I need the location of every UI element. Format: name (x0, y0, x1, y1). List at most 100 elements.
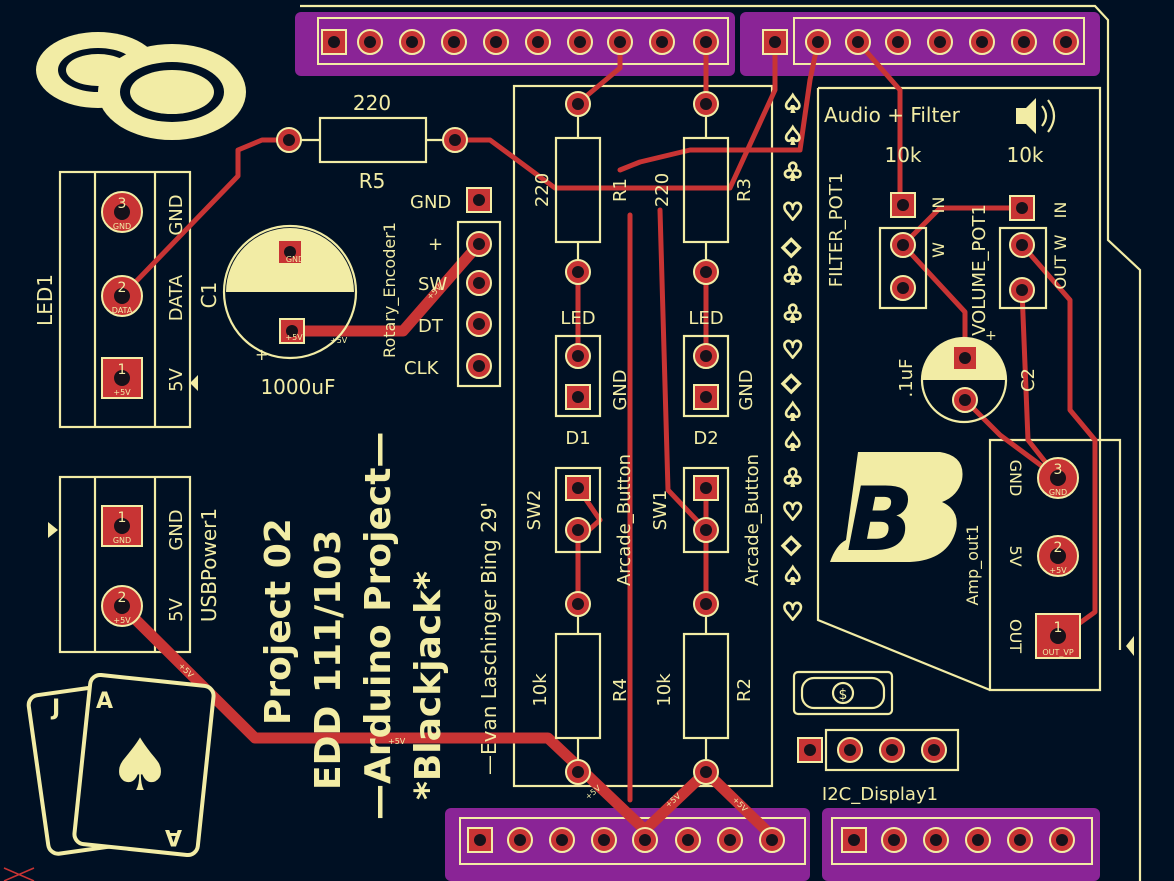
c2-value: .1uF (896, 359, 917, 398)
i2c-ref: I2C_Display1 (822, 784, 938, 805)
encoder-ref: Rotary_Encoder1 (380, 222, 400, 358)
led1-pin3-num: 3 (118, 196, 127, 212)
d1-gnd-label: GND (610, 369, 631, 410)
title-block: Project 02 EDD 111/103 —Arduino Project—… (258, 432, 501, 820)
diode-d1: LED GND D1 (554, 308, 631, 449)
card-ace-rank-bottom: A (165, 824, 182, 849)
c1-ref: C1 (197, 282, 221, 309)
button-section-frame (512, 84, 774, 788)
filter-pot-ref: FILTER_POT1 (826, 173, 847, 288)
money-logo: $ (792, 670, 894, 716)
speaker-icon (1016, 98, 1056, 134)
card-ace-rank: A (96, 689, 113, 714)
i2c-display: I2C_Display1 (797, 728, 960, 805)
suit-club-icon: ♧ (782, 158, 804, 186)
trace-5v-label-1: +5V (330, 336, 348, 345)
volume-pot: IN OUT W VOLUME_POT1 (969, 195, 1070, 336)
led1-footprint (58, 170, 198, 429)
amp-ref: Amp_out1 (963, 524, 983, 605)
amp-pin3-num: 3 (1054, 462, 1063, 478)
amp-pin3-net: GND (1049, 488, 1067, 497)
usb-power-footprint (48, 475, 192, 654)
header-bottom-right-pins (841, 827, 1075, 853)
r3-ref: R3 (734, 178, 755, 202)
sw1-ref: SW1 (650, 490, 671, 531)
encoder-label-clk: CLK (404, 358, 440, 379)
led1-ref: LED1 (33, 274, 57, 326)
diode-d2: LED GND D2 (682, 308, 757, 449)
amp-pin1-num: 1 (1054, 620, 1063, 636)
encoder-label-plus: + (428, 234, 443, 255)
usb-power-pads: 1 GND 2 +5V GND 5V USBPower1 (101, 505, 221, 627)
sw2-arcade-label: Arcade_Button (614, 454, 635, 586)
r1-value: 220 (532, 173, 553, 207)
amp-label-out: OUT (1006, 619, 1025, 653)
suit-heart-icon: ♡ (782, 498, 804, 526)
suit-diamond-icon: ◇ (782, 530, 801, 558)
title-line1: Project 02 (258, 518, 299, 725)
header-top-left (295, 12, 735, 76)
volume-pot-value: 10k (1006, 143, 1043, 167)
volume-pot-in: IN (1051, 202, 1070, 219)
resistor-r2: 10k R2 (654, 616, 755, 785)
corner-marker (3, 867, 35, 881)
trace-5v-label-4: +5V (388, 737, 406, 746)
board-outline (300, 4, 1142, 881)
resistor-r5: 220 R5 (276, 91, 468, 193)
c1-plus: + (255, 345, 268, 364)
volume-pot-outw: OUT W (1051, 234, 1070, 289)
usb-pin1-num: 1 (118, 510, 127, 526)
r5-ref: R5 (359, 169, 386, 193)
c1-value: 1000uF (260, 375, 335, 399)
c1-pad2-net: +5V (285, 333, 303, 342)
amp-pin1-net: OUT_VP (1042, 648, 1074, 657)
c2-ref: C2 (1018, 368, 1039, 392)
led1-pin3-net: GND (113, 222, 131, 231)
capacitor-c2: + C2 .1uF (896, 328, 1039, 424)
switch-sw2: SW2 Arcade_Button (524, 454, 635, 617)
header-top-right-pins (762, 29, 1079, 55)
led1-pads: 3 GND 2 DATA 1 +5V GND DATA 5V LED1 (33, 191, 187, 399)
sw1-arcade-label: Arcade_Button (742, 454, 763, 586)
usb-pin2-num: 2 (118, 590, 127, 606)
amp-label-gnd: GND (1006, 460, 1025, 497)
switch-sw1: SW1 Arcade_Button (650, 454, 763, 617)
filter-pot-w: W (929, 242, 948, 258)
r2-value: 10k (654, 673, 675, 707)
d2-gnd-label: GND (736, 369, 757, 410)
title-author: —Evan Laschinger Bing 29' (477, 502, 501, 775)
usb-label-gnd: GND (166, 509, 187, 550)
suit-club-icon: ♧ (782, 262, 804, 290)
card-suit-column: ♤ ♤ ♧ ♡ ◇ ♧ ♧ ♡ ◇ ♤ ♤ ♧ ♡ ◇ ♤ ♡ (781, 89, 805, 627)
usb-pin2-net: +5V (113, 616, 131, 625)
usb-ref: USBPower1 (197, 508, 221, 622)
suit-diamond-icon: ◇ (782, 368, 801, 396)
led1-pin1-num: 1 (118, 362, 127, 378)
r1-ref: R1 (610, 178, 631, 202)
r4-ref: R4 (610, 678, 631, 702)
filter-pot-value: 10k (884, 143, 921, 167)
dollar-sign: $ (839, 687, 848, 703)
d2-led-label: LED (688, 308, 723, 329)
suit-club-icon: ♧ (782, 464, 804, 492)
d1-ref: D1 (565, 428, 590, 449)
header-top-right (740, 12, 1100, 76)
suit-heart-icon: ♡ (782, 598, 804, 626)
r5-value: 220 (353, 91, 391, 115)
resistor-r1: 220 R1 (532, 91, 631, 285)
sw2-ref: SW2 (524, 490, 545, 531)
card-jack-rank: J (50, 696, 60, 721)
rotary-encoder: GND + SW DT CLK Rotary_Encoder1 (380, 187, 502, 388)
encoder-label-gnd: GND (410, 192, 451, 213)
c2-plus: + (985, 328, 997, 344)
r4-value: 10k (530, 673, 551, 707)
playing-cards-icon: J A ♠ A (26, 672, 216, 858)
suit-diamond-icon: ◇ (782, 232, 801, 260)
title-line4: *Blackjack* (408, 571, 449, 800)
suit-spade-icon: ♤ (782, 122, 804, 150)
encoder-label-dt: DT (418, 316, 444, 337)
suit-club-icon: ♤ (782, 90, 804, 118)
led1-label-gnd: GND (166, 194, 187, 235)
logo-letter: B (846, 468, 913, 571)
led1-pin2-net: DATA (112, 306, 133, 315)
